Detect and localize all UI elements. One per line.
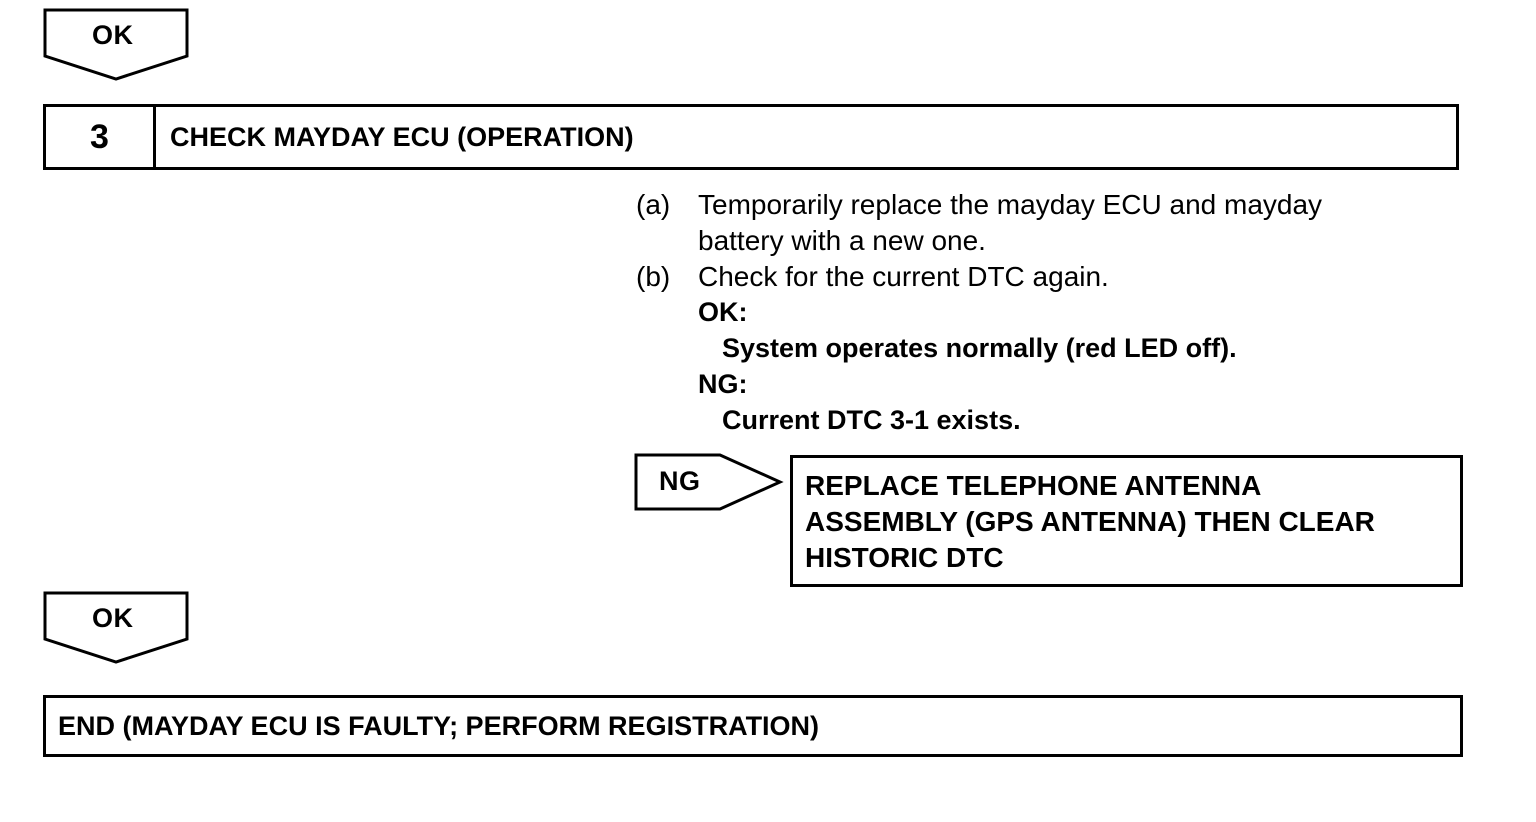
ok-label: OK [92,20,134,50]
ng-action-line: ASSEMBLY (GPS ANTENNA) THEN CLEAR [805,506,1375,537]
instruction-line: battery with a new one. [698,225,986,256]
ng-action-line: REPLACE TELEPHONE ANTENNA [805,470,1262,501]
ok-down-arrow-bottom: OK [43,591,189,665]
right-pentagon-shape [634,453,784,511]
ok-down-arrow-top: OK [43,8,189,82]
step-number: 3 [46,107,156,167]
ng-criteria-heading: NG: [698,369,748,399]
ng-criteria-text: Current DTC 3-1 exists. [722,405,1021,435]
instruction-a: (a) Temporarily replace the mayday ECU a… [636,187,1436,259]
instruction-line: Temporarily replace the mayday ECU and m… [698,189,1323,220]
instruction-line: Check for the current DTC again. [698,261,1109,292]
instruction-b: (b) Check for the current DTC again. [636,259,1436,295]
down-pentagon-shape [43,8,189,81]
ok-label: OK [92,603,134,633]
ng-action-box: REPLACE TELEPHONE ANTENNA ASSEMBLY (GPS … [790,455,1463,587]
down-pentagon-shape [43,591,189,664]
ng-action-line: HISTORIC DTC [805,542,1004,573]
step-header: 3 CHECK MAYDAY ECU (OPERATION) [43,104,1459,170]
ng-right-arrow: NG [634,453,784,511]
step-title: CHECK MAYDAY ECU (OPERATION) [170,121,634,152]
ok-criteria-heading: OK: [698,297,748,327]
end-box: END (MAYDAY ECU IS FAULTY; PERFORM REGIS… [43,695,1463,757]
ok-criteria-text: System operates normally (red LED off). [722,333,1237,363]
instruction-marker: (a) [636,189,671,220]
instruction-marker: (b) [636,261,671,292]
end-text: END (MAYDAY ECU IS FAULTY; PERFORM REGIS… [58,710,820,741]
ng-label: NG [659,466,701,496]
